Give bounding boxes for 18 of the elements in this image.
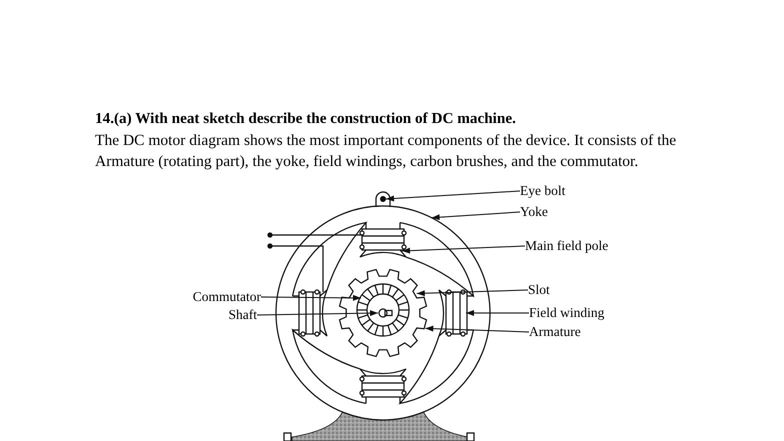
leader-line (402, 246, 526, 254)
part-label: Armature (529, 324, 581, 340)
part-label: Shaft (228, 307, 257, 323)
leader-line (466, 310, 530, 316)
leader-line (431, 212, 520, 220)
leader-line (386, 190, 520, 202)
leader-line (416, 290, 528, 296)
part-label: Yoke (520, 204, 548, 220)
leader-line (256, 310, 378, 316)
part-label: Main field pole (525, 238, 608, 254)
part-label: Commutator (192, 289, 261, 305)
leader-line (260, 294, 362, 301)
leader-line (424, 326, 530, 332)
question-heading: 14.(a) With neat sketch describe the construction of DC machine. (95, 110, 516, 126)
body-paragraph: The DC motor diagram shows the most important components of the device. It consists of the Armature (rotating part), the yoke, field windings, carbon brushes, and the commutator. (95, 130, 678, 172)
part-label: Slot (528, 282, 550, 298)
part-label: Field winding (529, 305, 604, 321)
part-label: Eye bolt (520, 183, 566, 199)
